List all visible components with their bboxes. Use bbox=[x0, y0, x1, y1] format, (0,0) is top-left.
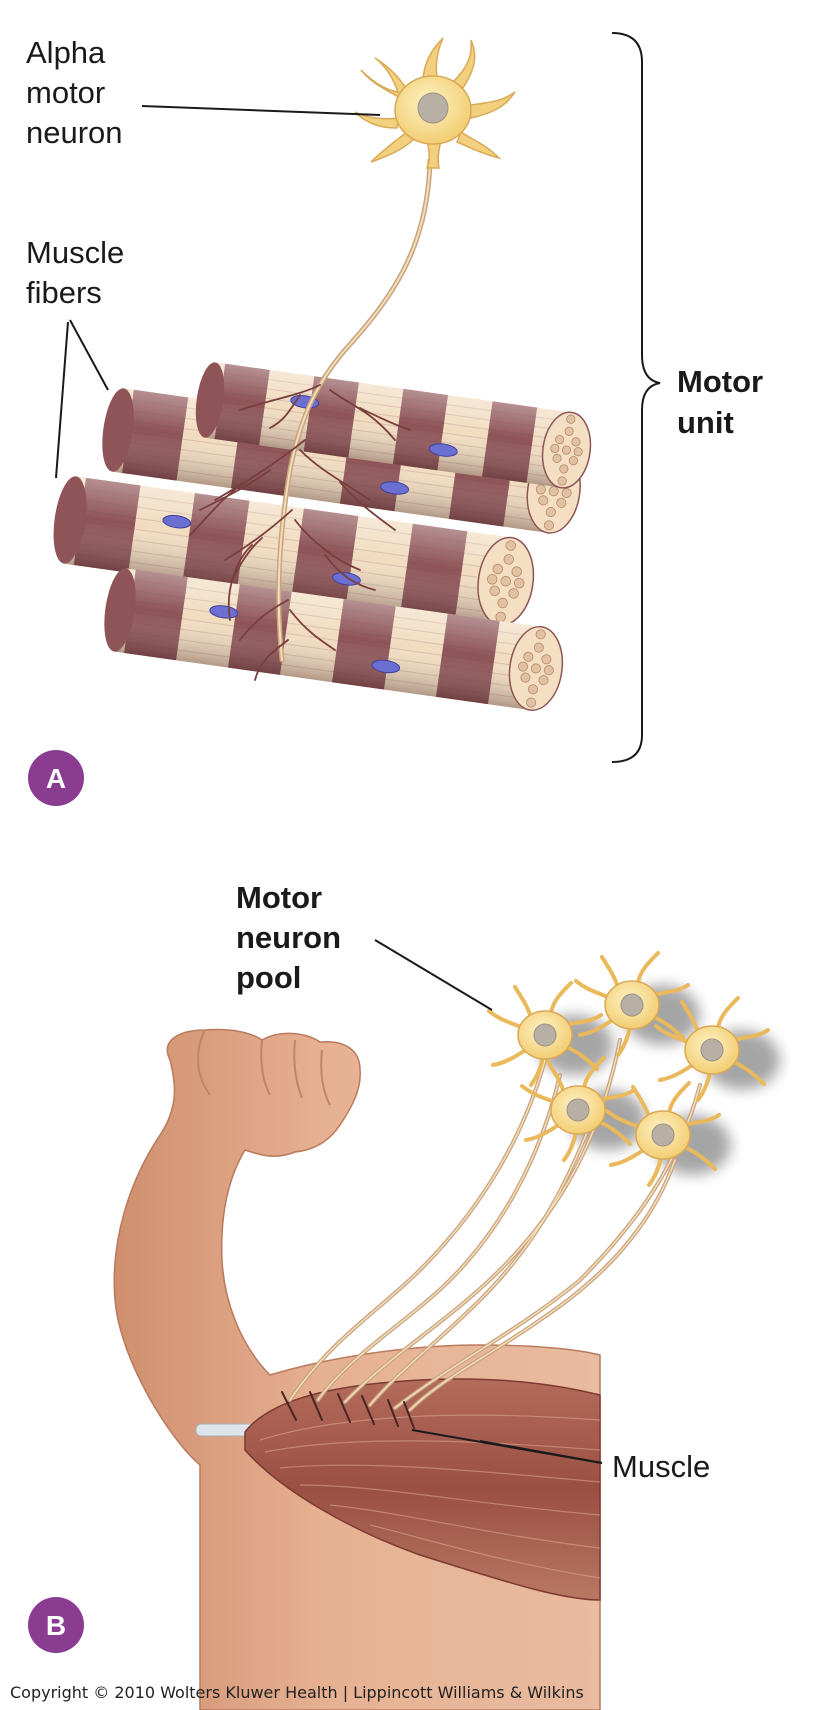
axon-terminals bbox=[189, 384, 411, 681]
pool-neuron bbox=[654, 996, 770, 1102]
svg-text:A: A bbox=[46, 763, 66, 794]
svg-text:unit: unit bbox=[677, 405, 734, 440]
panel-b-badge: B bbox=[28, 1597, 84, 1653]
svg-text:neuron: neuron bbox=[26, 115, 123, 150]
motor-neuron-pool-label: Motor neuron pool bbox=[236, 880, 341, 995]
fiber-nucleus bbox=[162, 514, 192, 529]
muscle-label: Muscle bbox=[612, 1449, 710, 1484]
copyright-notice: Copyright © 2010 Wolters Kluwer Health |… bbox=[10, 1683, 584, 1702]
svg-text:B: B bbox=[46, 1610, 66, 1641]
fiber-nucleus bbox=[209, 605, 239, 619]
alpha-motor-neuron bbox=[354, 37, 516, 169]
svg-text:neuron: neuron bbox=[236, 920, 341, 955]
panel-b: Motor neuron pool Muscle B bbox=[28, 880, 780, 1710]
motor-axon bbox=[276, 157, 433, 663]
svg-text:Alpha: Alpha bbox=[26, 35, 106, 70]
fibers-leader-lines bbox=[55, 319, 109, 479]
svg-text:pool: pool bbox=[236, 960, 301, 995]
pool-neuron bbox=[487, 981, 603, 1087]
pool-leader-line bbox=[374, 939, 493, 1011]
panel-a: Alpha motor neuron Muscle fibers Motor u… bbox=[26, 32, 763, 806]
muscle-leader-line-dark bbox=[479, 1440, 603, 1464]
pool-neuron bbox=[520, 1056, 636, 1162]
svg-text:motor: motor bbox=[26, 75, 105, 110]
muscle-fiber-bundle bbox=[53, 362, 592, 711]
motor-neuron-pool bbox=[487, 951, 770, 1187]
fiber-nucleus bbox=[371, 659, 401, 674]
fiber-nucleus bbox=[380, 481, 410, 495]
svg-text:Muscle: Muscle bbox=[26, 235, 124, 270]
biceps-muscle bbox=[244, 1378, 601, 1601]
alpha-motor-neuron-label: Alpha motor neuron bbox=[26, 35, 123, 150]
svg-text:fibers: fibers bbox=[26, 275, 102, 310]
neuron-leader-line bbox=[141, 105, 381, 116]
svg-text:Motor: Motor bbox=[677, 364, 763, 399]
motor-unit-bracket bbox=[611, 32, 661, 763]
muscle-fiber bbox=[104, 568, 564, 711]
motor-unit-label: Motor unit bbox=[677, 364, 763, 440]
muscle-fibers-label: Muscle fibers bbox=[26, 235, 124, 310]
svg-text:Motor: Motor bbox=[236, 880, 322, 915]
fiber-nucleus bbox=[428, 443, 458, 457]
flexed-arm bbox=[113, 1028, 601, 1710]
pool-neuron bbox=[574, 951, 690, 1057]
panel-a-badge: A bbox=[28, 750, 84, 806]
pool-neuron bbox=[605, 1081, 721, 1187]
neuron-nucleus bbox=[417, 92, 449, 124]
